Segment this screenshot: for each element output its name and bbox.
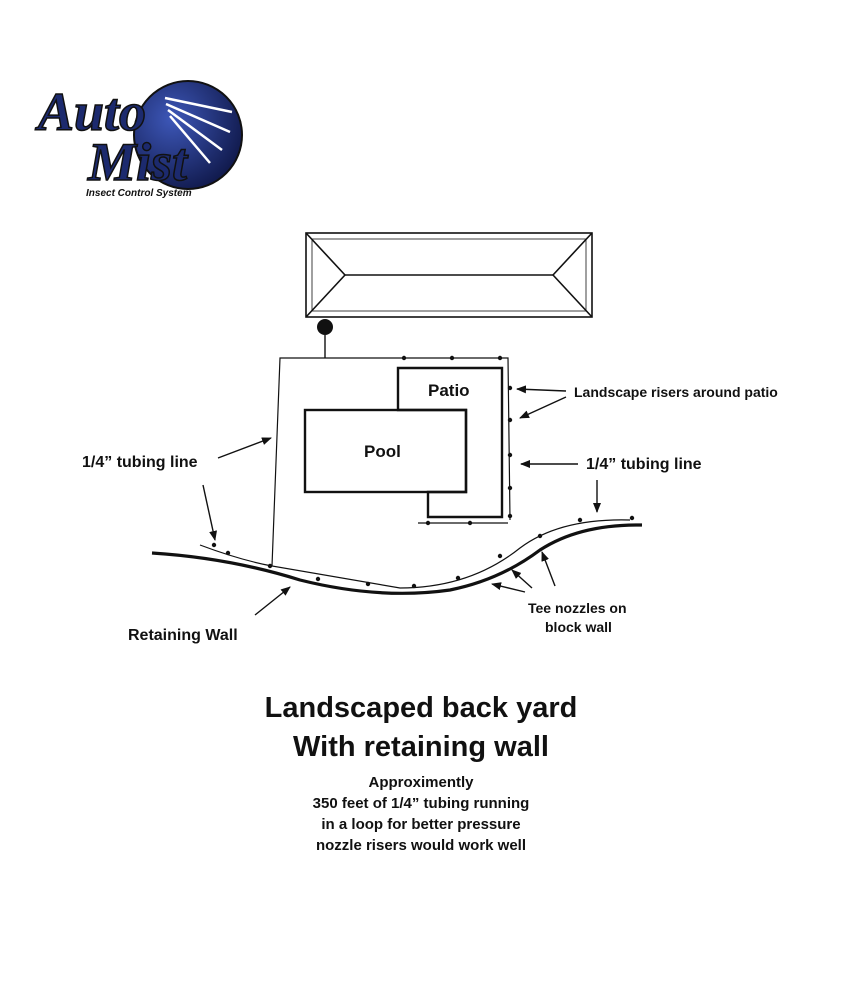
- pool-label: Pool: [364, 442, 401, 461]
- riser-dot: [507, 513, 513, 519]
- riser-dot: [507, 485, 513, 491]
- logo-spray-lines: [164, 96, 233, 164]
- caption-note-line: Approximently: [368, 774, 474, 791]
- tee-nozzle-dot: [365, 581, 371, 587]
- riser-dot: [467, 520, 473, 526]
- arrow-tee-2: [511, 569, 533, 589]
- tee-nozzles-label-1: Tee nozzles on: [528, 600, 627, 616]
- patio-label: Patio: [428, 381, 470, 400]
- caption-note-line: 350 feet of 1/4” tubing running: [312, 795, 530, 812]
- logo-text-mist: Mist: [87, 132, 189, 192]
- nozzle-dots: [211, 355, 635, 589]
- riser-dot: [507, 417, 513, 423]
- arrow-risers-1: [516, 385, 567, 394]
- logo-tagline: Insect Control System: [86, 188, 192, 199]
- tee-nozzle-dot: [629, 515, 635, 521]
- riser-dot: [497, 355, 503, 361]
- arrow-tubing-left-1: [217, 437, 272, 459]
- risers-label: Landscape risers around patio: [574, 384, 778, 400]
- automist-logo: Auto Mist Insect Control System: [34, 80, 243, 199]
- callout-arrows: [202, 385, 601, 616]
- pool: [303, 408, 468, 494]
- retaining-wall-label: Retaining Wall: [128, 627, 238, 644]
- tee-nozzle-dot: [455, 575, 461, 581]
- caption-note-line: in a loop for better pressure: [321, 816, 521, 833]
- riser-dot: [507, 385, 513, 391]
- riser-dot: [425, 520, 431, 526]
- tee-nozzle-dot: [211, 542, 217, 548]
- caption-title-line2: With retaining wall: [293, 731, 549, 763]
- tee-nozzle-dot: [225, 550, 231, 556]
- caption-note-line: nozzle risers would work well: [315, 837, 527, 854]
- tee-nozzle-dot: [497, 553, 503, 559]
- logo-text-auto: Auto: [35, 82, 146, 142]
- tubing-left-wall-run: [199, 544, 273, 567]
- tee-nozzle-dot: [537, 533, 543, 539]
- caption-title-line1: Landscaped back yard: [264, 692, 578, 724]
- retaining-wall: [151, 523, 643, 595]
- arrow-risers-2: [519, 396, 567, 419]
- arrow-tubing-left-2: [202, 484, 217, 541]
- tubing-loop: [271, 357, 631, 589]
- tee-nozzle-dot: [267, 563, 273, 569]
- tee-nozzle-dot: [577, 517, 583, 523]
- riser-dot: [449, 355, 455, 361]
- tubing-left-label: 1/4” tubing line: [82, 454, 198, 471]
- tubing-right-label: 1/4” tubing line: [586, 456, 702, 473]
- tee-nozzle-dot: [315, 576, 321, 582]
- tee-nozzles-label-2: block wall: [545, 619, 612, 635]
- riser-dot: [507, 452, 513, 458]
- water-source-icon: [317, 319, 333, 335]
- arrow-tee-1: [491, 582, 526, 593]
- tee-nozzle-dot: [411, 583, 417, 589]
- riser-dot: [401, 355, 407, 361]
- arrow-wall: [254, 586, 291, 616]
- house-roof: [305, 232, 593, 318]
- arrow-tee-3: [541, 551, 556, 587]
- tubing-right-run: [325, 357, 511, 521]
- caption-notes: Approximently 350 feet of 1/4” tubing ru…: [0, 772, 842, 856]
